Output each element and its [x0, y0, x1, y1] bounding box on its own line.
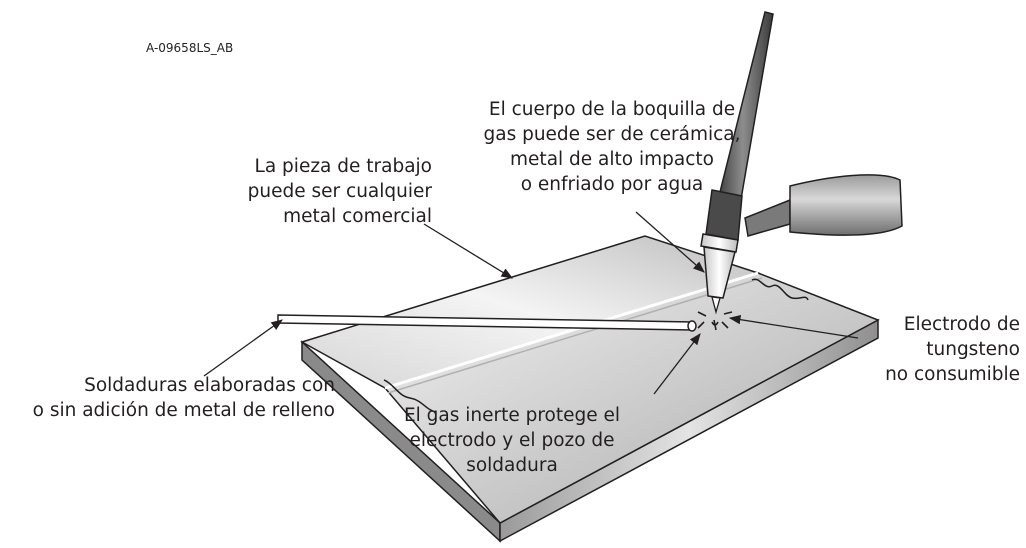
gas-label: El gas inerte protege el electrodo y el … — [404, 405, 620, 476]
torch-head — [705, 189, 743, 241]
workpiece-label-line-3: metal comercial — [283, 206, 432, 227]
nozzle-label: El cuerpo de la boquilla de gas puede se… — [483, 99, 740, 195]
welds-label-line-1: Soldaduras elaboradas con — [84, 375, 335, 396]
nozzle-label-line-1: El cuerpo de la boquilla de — [489, 99, 735, 120]
figure-code: A-09658LS_AB — [146, 41, 233, 55]
nozzle-label-line-2: gas puede ser de cerámica, — [483, 124, 740, 145]
nozzle-label-line-3: metal de alto impacto — [510, 149, 714, 170]
workpiece-label: La pieza de trabajo puede ser cualquier … — [248, 156, 433, 227]
workpiece-label-line-1: La pieza de trabajo — [255, 156, 432, 177]
welds-label-line-2: o sin adición de metal de relleno — [33, 400, 335, 421]
gas-label-line-1: El gas inerte protege el — [404, 405, 620, 426]
workpiece-label-line-2: puede ser cualquier — [248, 181, 433, 202]
gas-leader — [653, 333, 701, 395]
weld-bead-end-left — [383, 379, 437, 413]
welds-leader — [203, 319, 283, 377]
electrode-label-line-2: tungsteno — [926, 339, 1020, 360]
welds-label: Soldaduras elaboradas con o sin adición … — [33, 375, 335, 421]
weld-bead-end-right — [751, 278, 809, 301]
torch-handle — [789, 174, 903, 236]
electrode-label-line-1: Electrodo de — [904, 314, 1020, 335]
workpiece — [300, 235, 880, 543]
gas-nozzle — [703, 246, 736, 299]
nozzle-label-line-4: o enfriado por agua — [521, 174, 704, 195]
workpiece-leader — [423, 223, 513, 279]
weld-joint-line — [384, 271, 759, 390]
arc-sparks — [697, 311, 733, 331]
electrode-label: Electrodo de tungsteno no consumible — [885, 314, 1020, 385]
tungsten-electrode — [711, 296, 721, 315]
gas-label-line-2: electrodo y el pozo de — [409, 430, 614, 451]
torch-cable — [744, 198, 791, 237]
nozzle-leader — [635, 211, 705, 273]
gas-label-line-3: soldadura — [466, 455, 558, 476]
electrode-leader — [728, 315, 859, 339]
tig-torch — [697, 11, 903, 331]
electrode-label-line-3: no consumible — [885, 364, 1020, 385]
